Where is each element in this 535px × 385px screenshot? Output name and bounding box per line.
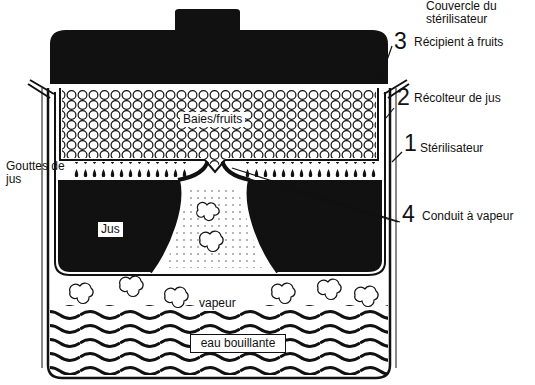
juice-drops	[70, 162, 187, 177]
part-label: Récolteur de jus	[414, 92, 524, 105]
part-label: Conduit à vapeur	[422, 210, 522, 223]
sterilizer-lid	[50, 9, 388, 84]
steam-clouds	[70, 202, 378, 307]
pot-wall	[42, 88, 43, 368]
callout-number: 4	[402, 203, 415, 226]
content-label: eau bouillante	[190, 334, 286, 353]
part-label: Récipient à fruits	[414, 36, 524, 49]
leader-lines	[64, 46, 402, 222]
callout-number: 1	[404, 132, 417, 155]
boiling-water	[50, 305, 388, 375]
steam	[165, 190, 262, 268]
part-label: Stérilisateur	[420, 142, 530, 155]
part-label: Couvercle du stérilisateur	[426, 0, 532, 27]
callout-number: 3	[394, 30, 407, 53]
berries	[62, 90, 376, 168]
content-label: Jus	[98, 222, 123, 237]
pot-wall	[396, 88, 397, 368]
fruit-container	[60, 88, 378, 172]
content-label: Baies/fruits	[180, 112, 245, 127]
juice-drops	[242, 162, 377, 177]
part-label: Gouttes de jus	[6, 160, 66, 187]
content-label: vapeur	[196, 296, 239, 311]
callout-number: 2	[397, 86, 410, 109]
sterilizer-pot	[48, 88, 390, 378]
